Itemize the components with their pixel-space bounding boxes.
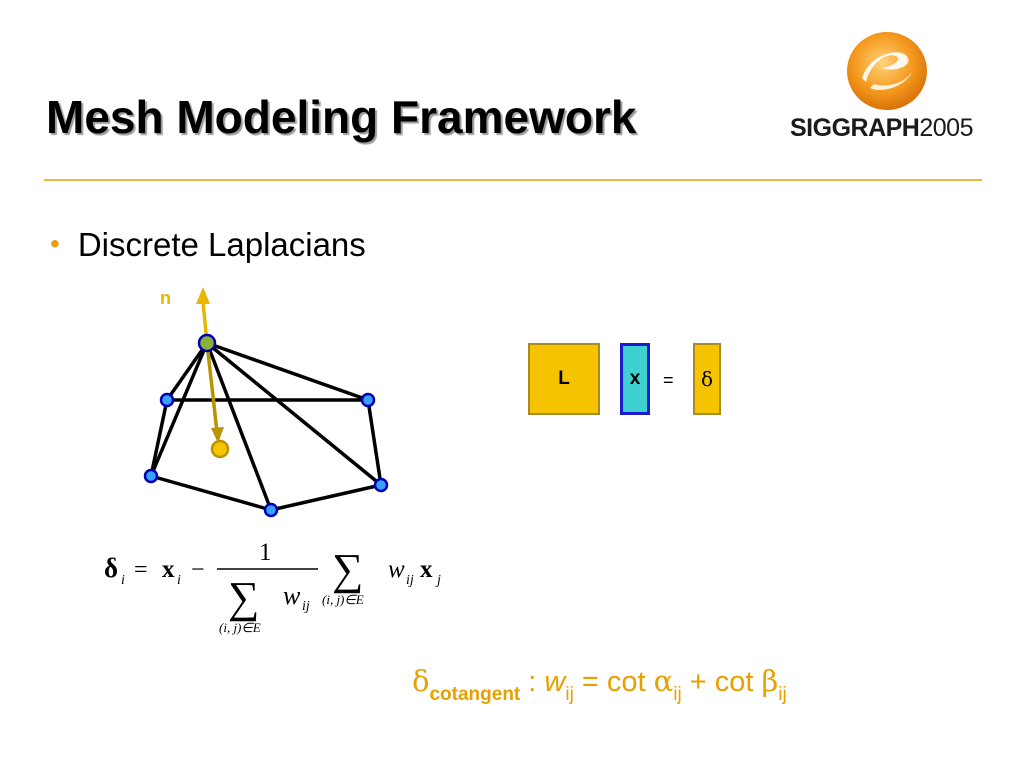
formula-x: x — [162, 556, 175, 583]
equals-sign: = — [663, 370, 674, 390]
siggraph-logo: SIGGRAPH2005 — [790, 28, 990, 148]
cot-plus: + cot — [681, 666, 762, 698]
cot-delta-sub: cotangent — [429, 684, 521, 705]
mesh-diagram: n — [143, 287, 389, 518]
formula-minus: − — [191, 557, 205, 583]
slide-title: Mesh Modeling Framework — [46, 91, 637, 143]
normal-label: n — [160, 288, 171, 308]
denominator-w: w — [283, 581, 301, 610]
outer-sum: ∑ — [332, 545, 363, 594]
cot-eq: = cot — [573, 666, 654, 698]
cot-colon: : — [520, 666, 545, 698]
formula-equals: = — [134, 557, 148, 583]
denominator-w-sub: ij — [302, 599, 310, 614]
cot-beta-sub: ij — [778, 684, 787, 705]
laplacian-formula: δ i = x i − 1 ∑ w ij (i, j)∈E ∑ (i, j)∈E… — [104, 539, 441, 635]
numerator-w-sub: ij — [406, 573, 414, 588]
numerator-x: x — [420, 556, 433, 583]
numerator-w: w — [388, 556, 405, 583]
denominator-sum: ∑ — [228, 573, 259, 622]
outer-sum-range: (i, j)∈E — [322, 592, 364, 607]
mesh-edges — [149, 341, 383, 512]
numerator-x-sub: j — [435, 573, 441, 588]
title-divider — [44, 179, 982, 181]
cot-beta: β — [761, 664, 779, 698]
bullet-text: Discrete Laplacians — [77, 226, 366, 263]
cot-w: w — [544, 666, 566, 698]
cot-alpha-sub: ij — [673, 684, 682, 705]
cot-alpha: α — [653, 664, 674, 698]
bullet-item: • Discrete Laplacians — [50, 226, 366, 264]
matrix-equation: L x = δ — [526, 342, 726, 418]
formula-x-sub: i — [177, 573, 181, 588]
formula-numerator: 1 — [259, 539, 272, 566]
mesh-vertices — [143, 392, 389, 518]
matrix-l: L — [528, 343, 600, 415]
laplacian-arrow — [205, 342, 224, 443]
formula-delta-sub: i — [121, 573, 125, 588]
logo-wordmark: SIGGRAPH2005 — [790, 114, 973, 143]
centroid-point — [210, 439, 230, 459]
cot-delta: δ — [412, 664, 430, 698]
siggraph-swirl-icon — [847, 32, 927, 110]
logo-name: SIGGRAPH — [790, 114, 920, 142]
center-vertex — [197, 333, 217, 353]
cot-w-sub: ij — [565, 684, 574, 705]
bullet-icon: • — [50, 228, 60, 259]
vector-x: x — [620, 343, 650, 415]
formula-delta: δ — [104, 553, 118, 583]
vector-delta: δ — [693, 343, 721, 415]
denominator-sum-range: (i, j)∈E — [219, 620, 261, 635]
logo-year: 2005 — [919, 114, 973, 142]
cotangent-weights: δcotangent : wij = cot αij + cot βij — [412, 664, 787, 706]
